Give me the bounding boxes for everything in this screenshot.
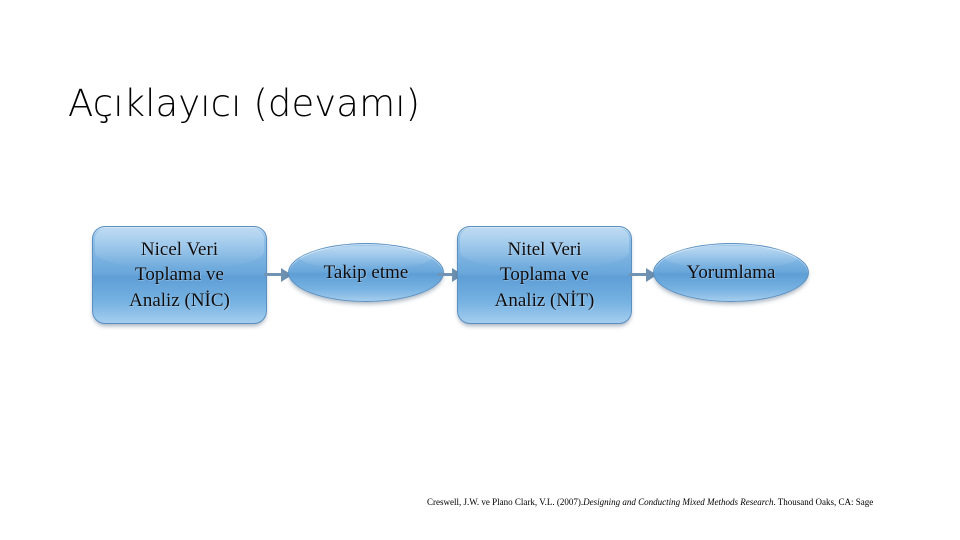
flow-node-takip-etme[interactable]: Takip etme (288, 243, 444, 302)
citation-publisher: . Thousand Oaks, CA: Sage (773, 497, 874, 507)
flow-node-nitel-veri[interactable]: Nitel Veri Toplama ve Analiz (NİT) (457, 226, 632, 324)
flow-node-nicel-veri[interactable]: Nicel Veri Toplama ve Analiz (NİC) (92, 226, 267, 324)
flow-node-label: Nitel Veri Toplama ve Analiz (NİT) (494, 239, 595, 311)
flow-node-label: Takip etme (323, 261, 409, 283)
arrow-shaft (629, 273, 647, 276)
arrow-shaft (264, 273, 282, 276)
source-citation: Creswell, J.W. ve Plano Clark, V.L. (200… (427, 497, 873, 508)
arrow-shaft (438, 273, 453, 276)
arrow-nic-to-takip (264, 268, 292, 282)
flow-node-label: Nicel Veri Toplama ve Analiz (NİC) (129, 239, 230, 311)
flow-node-yorumlama[interactable]: Yorumlama (653, 243, 809, 302)
arrow-head-icon (646, 268, 657, 282)
citation-work-title: Designing and Conducting Mixed Methods R… (583, 497, 774, 507)
citation-authors-year: Creswell, J.W. ve Plano Clark, V.L. (200… (427, 497, 584, 507)
page-title: Açıklayıcı (devamı) (68, 81, 421, 125)
arrow-nit-to-yorumlama (629, 268, 657, 282)
arrow-head-icon (281, 268, 292, 282)
flow-node-label: Yorumlama (686, 261, 776, 283)
